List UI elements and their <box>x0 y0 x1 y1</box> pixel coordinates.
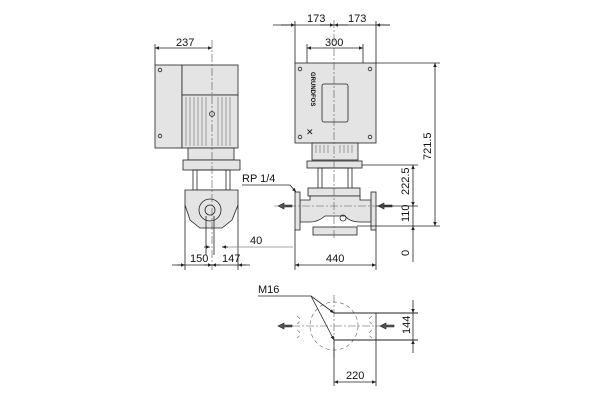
dim-port-height: 110 <box>400 204 412 222</box>
inlet-flange <box>370 191 377 231</box>
dim-half-width-left: 173 <box>307 13 325 25</box>
bolt-thread-label: M16 <box>258 284 279 296</box>
dim-half-width-right: 173 <box>348 13 366 25</box>
outlet-flange <box>294 191 301 231</box>
motor-top <box>181 64 239 96</box>
motor-flange <box>182 159 241 171</box>
outlet-arrow-icon <box>277 322 293 330</box>
logo-mark-icon: ✕ <box>306 127 314 137</box>
dim-side-width: 237 <box>176 37 194 49</box>
front-view: GRUNDFOS ✕ <box>274 20 396 240</box>
pump-body <box>299 195 372 223</box>
dim-vent-offset: 40 <box>250 235 262 247</box>
control-box <box>294 62 377 144</box>
fan-cover <box>311 142 359 161</box>
base-plan-view: M16 144 220 <box>258 284 418 386</box>
side-view <box>154 40 241 270</box>
base-plate <box>312 226 358 236</box>
dim-bolt-distance: 220 <box>346 370 364 382</box>
brand-logo: GRUNDFOS <box>309 72 315 106</box>
inlet-arrow-icon <box>379 322 395 330</box>
dim-base-level: 0 <box>400 250 412 256</box>
motor-fins-icon <box>185 97 231 146</box>
dim-total-height: 721.5 <box>422 132 434 160</box>
display-window <box>321 83 349 123</box>
dimension-lines: 237 173 173 300 721.5 222.5 110 0 RP 1/4 <box>154 13 440 270</box>
dim-bolt-spacing: 144 <box>401 316 413 334</box>
dim-box-width: 300 <box>325 37 343 49</box>
dim-port-to-port: 440 <box>326 253 344 265</box>
motor-body <box>181 94 239 149</box>
dim-left-offset: 150 <box>190 253 208 265</box>
flange-circle <box>198 198 222 222</box>
pump-housing <box>184 189 239 229</box>
terminal-box <box>154 64 183 149</box>
coupling-stool <box>192 169 231 191</box>
vent-thread-label: RP 1/4 <box>242 173 275 185</box>
dim-port-to-flange: 222.5 <box>400 167 412 195</box>
dim-right-offset: 147 <box>222 253 240 265</box>
